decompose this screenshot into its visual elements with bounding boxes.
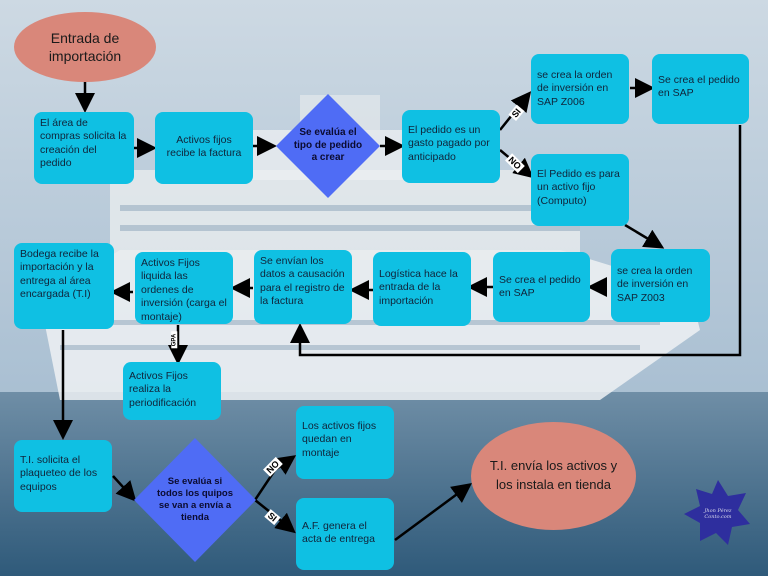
node-ti-tagging: T.I. solicita el plaqueteo de los equipo… [14,440,112,512]
node-text: Bodega recibe la importación y la entreg… [20,248,99,300]
node-text: El área de compras solicita la creación … [40,117,126,169]
node-liquidate-orders: Activos Fijos liquida las ordenes de inv… [135,252,233,324]
node-text: Activos fijos recibe la factura [167,134,242,159]
node-create-order-sap-1: Se crea el pedido en SAP [652,54,749,124]
signature-text: Jhon Pérez Conto.com [698,508,738,520]
node-text: El pedido es un gasto pagado por anticip… [408,124,490,163]
node-text: Se crea el pedido en SAP [658,74,740,99]
edge-n14-d2 [113,476,133,498]
node-text: Activos Fijos liquida las ordenes de inv… [141,257,227,323]
end-label: T.I. envía los activos y los instala en … [487,457,620,495]
node-send-causation: Se envían los datos a causación para el … [254,250,352,324]
node-text: Se crea el pedido en SAP [499,274,581,299]
node-text: Los activos fijos quedan en montaje [302,420,376,459]
node-investment-order-z006: se crea la orden de inversión en SAP Z00… [531,54,629,124]
end-oval: T.I. envía los activos y los instala en … [471,422,636,530]
decision-2-text: Se evalúa si todos los quipos se van a e… [156,464,234,536]
edge-n16-end [395,486,468,540]
node-prepaid-expense: El pedido es un gasto pagado por anticip… [402,110,500,183]
node-assets-in-assembly: Los activos fijos quedan en montaje [296,406,394,479]
decision-1-text: Se evalúa el tipo de pedido a crear [290,118,366,174]
node-create-order-sap-2: Se crea el pedido en SAP [493,252,590,322]
start-label: Entrada de importación [14,29,156,65]
node-purchase-request: El área de compras solicita la creación … [34,112,134,184]
node-invoice-received: Activos fijos recibe la factura [155,112,253,184]
node-text: Activos Fijos realiza la periodificación [129,370,196,409]
node-text: El Pedido es para un activo fijo (Comput… [537,168,620,207]
node-logistics-import: Logística hace la entrada de la importac… [373,252,471,326]
edge-n6-n7 [625,225,660,246]
node-text: Se envían los datos a causación para el … [260,255,345,307]
start-oval: Entrada de importación [14,12,156,82]
node-warehouse-receives: Bodega recibe la importación y la entreg… [14,243,114,329]
node-text: se crea la orden de inversión en SAP Z00… [537,69,612,108]
node-text: Logística hace la entrada de la importac… [379,268,458,307]
node-periodification: Activos Fijos realiza la periodificación [123,362,221,420]
node-text: A.F. genera el acta de entrega [302,520,375,545]
node-text: T.I. solicita el plaqueteo de los equipo… [20,454,97,493]
node-delivery-act: A.F. genera el acta de entrega [296,498,394,570]
node-text: Se evalúa el tipo de pedido a crear [290,127,366,165]
node-text: se crea la orden de inversión en SAP Z00… [617,265,692,304]
edge-label-gpa: GPA [171,332,177,349]
node-text: Se evalúa si todos los quipos se van a e… [156,476,234,524]
node-fixed-asset-order: El Pedido es para un activo fijo (Comput… [531,154,629,226]
node-investment-order-z003: se crea la orden de inversión en SAP Z00… [611,249,710,322]
